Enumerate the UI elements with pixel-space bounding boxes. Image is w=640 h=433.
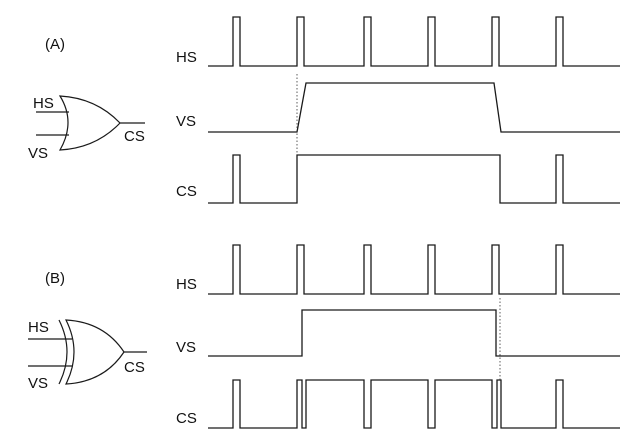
or-gate-body (58, 95, 121, 151)
or-gate: HS VS CS (28, 95, 145, 162)
a-vs-label: VS (176, 113, 196, 130)
b-vs-waveform (208, 309, 620, 357)
xor-output-cs-label: CS (124, 359, 145, 376)
xor-input-hs-label: HS (28, 319, 49, 336)
b-hs-label: HS (176, 276, 197, 293)
panel-a-title: (A) (45, 36, 65, 53)
or-input-vs-label: VS (28, 145, 48, 162)
a-hs-waveform (208, 16, 620, 67)
b-cs-waveform (208, 379, 620, 429)
xor-gate-back-curve (58, 319, 68, 385)
b-cs-label: CS (176, 410, 197, 427)
b-hs-waveform (208, 244, 620, 295)
panel-b-title: (B) (45, 270, 65, 287)
or-output-cs-label: CS (124, 128, 145, 145)
panel-a: (A) HS VS CS HS VS CS (28, 16, 620, 204)
xor-gate-body (65, 319, 125, 385)
a-cs-waveform (208, 154, 620, 204)
a-cs-label: CS (176, 183, 197, 200)
xor-gate: HS VS CS (28, 319, 147, 392)
b-vs-label: VS (176, 339, 196, 356)
panel-b: (B) HS VS CS HS VS CS (28, 244, 620, 429)
xor-input-vs-label: VS (28, 375, 48, 392)
a-vs-waveform (208, 82, 620, 133)
or-input-hs-label: HS (33, 95, 54, 112)
a-hs-label: HS (176, 49, 197, 66)
